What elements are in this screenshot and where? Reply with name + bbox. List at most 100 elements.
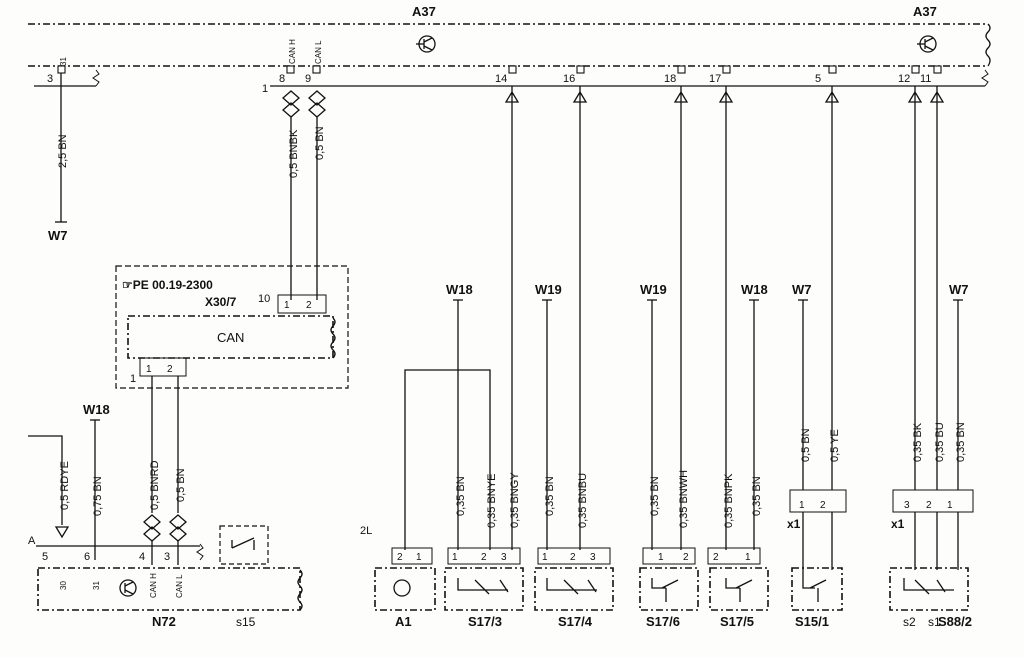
pin-terminal (677, 65, 686, 74)
module-label-a37-right: A37 (913, 4, 937, 19)
transistor-icon (917, 35, 937, 53)
pin-terminal (722, 65, 731, 74)
svg-text:1: 1 (799, 500, 805, 511)
svg-text:2: 2 (306, 300, 312, 311)
svg-text:x1: x1 (787, 517, 801, 531)
connector-triangle-icon (572, 86, 588, 104)
svg-text:CAN L: CAN L (314, 40, 323, 64)
svg-text:0,35 BN: 0,35 BN (955, 422, 967, 462)
svg-text:0,5 RDYE: 0,5 RDYE (59, 461, 71, 510)
svg-text:1: 1 (658, 552, 664, 563)
svg-text:CAN H: CAN H (288, 39, 297, 64)
svg-text:0,35 BN: 0,35 BN (751, 476, 763, 516)
pin-terminal (576, 65, 585, 74)
svg-text:5: 5 (42, 551, 48, 563)
svg-text:0,35 BN: 0,35 BN (544, 476, 556, 516)
component-label-s17-3: S17/3 (468, 614, 502, 629)
svg-text:31: 31 (59, 57, 68, 66)
svg-text:0,75 BN: 0,75 BN (92, 476, 104, 516)
svg-text:0,35 BNWH: 0,35 BNWH (678, 470, 690, 528)
ground-labels: W18 W19 W19 W18 W7 W7 (446, 282, 969, 550)
svg-text:3: 3 (590, 552, 596, 563)
svg-text:2: 2 (683, 552, 689, 563)
svg-text:1: 1 (146, 364, 152, 375)
svg-text:W7: W7 (792, 282, 812, 297)
svg-text:1: 1 (452, 552, 458, 563)
svg-text:31: 31 (92, 581, 101, 590)
connector-triangle-icon (673, 86, 689, 104)
pin-terminal (828, 65, 837, 74)
transistor-icon (119, 579, 137, 597)
svg-text:2L: 2L (360, 525, 372, 537)
svg-text:0,5 BN: 0,5 BN (800, 428, 812, 462)
svg-text:0,35 BN: 0,35 BN (649, 476, 661, 516)
component-label-s88-2: S88/2 (938, 614, 972, 629)
svg-text:0,35 BNPK: 0,35 BNPK (723, 473, 735, 528)
svg-text:3: 3 (904, 500, 910, 511)
component-label-n72: N72 (152, 614, 176, 629)
switch-label-s15: s15 (236, 615, 256, 629)
svg-text:CAN L: CAN L (175, 574, 184, 598)
connector-triangle-icon (718, 86, 734, 104)
svg-text:W18: W18 (446, 282, 473, 297)
connector-x30-7: ☞PE 00.19-2300 X30/7 10 1 2 CAN 1 1 2 (115, 265, 349, 513)
connector-name: X30/7 (205, 295, 237, 309)
pin-number: 14 (495, 73, 507, 85)
svg-text:2: 2 (167, 364, 173, 375)
component-label-s17-5: S17/5 (720, 614, 754, 629)
svg-text:0,35 BNGY: 0,35 BNGY (509, 472, 521, 528)
transistor-icon (393, 579, 411, 597)
svg-text:1: 1 (542, 552, 548, 563)
svg-text:1: 1 (745, 552, 751, 563)
pin-number: 18 (664, 73, 676, 85)
ground-label: W7 (48, 228, 68, 243)
svg-text:0,5 BN: 0,5 BN (175, 468, 187, 502)
svg-text:2: 2 (481, 552, 487, 563)
svg-text:8: 8 (279, 73, 285, 85)
svg-text:30: 30 (59, 581, 68, 590)
module-label-a37: A37 (412, 4, 436, 19)
svg-text:W19: W19 (640, 282, 667, 297)
connector-triangle-icon (504, 86, 520, 104)
transistor-icon (416, 35, 436, 53)
pin-number: 11 (920, 73, 931, 85)
svg-text:3: 3 (47, 73, 53, 85)
svg-text:W7: W7 (949, 282, 969, 297)
svg-text:10: 10 (258, 293, 270, 305)
can-bus-wires: 8 9 CAN H CAN L 0,5 BNBK 0,5 BN (279, 39, 326, 300)
svg-text:0,5 BNRD: 0,5 BNRD (149, 460, 161, 510)
svg-text:2: 2 (397, 552, 403, 563)
svg-text:0,5 BN: 0,5 BN (314, 126, 326, 160)
can-module-label: CAN (217, 330, 244, 345)
svg-text:0,35 BNYE: 0,35 BNYE (486, 474, 498, 528)
component-label-a1: A1 (395, 614, 412, 629)
pin-number: 5 (815, 73, 821, 85)
svg-text:1: 1 (416, 552, 422, 563)
component-label-s17-4: S17/4 (558, 614, 593, 629)
svg-text:3: 3 (501, 552, 507, 563)
module-n72: 0,5 RDYE W18 0,75 BN 0,5 BNRD 0,5 BN A 5… (28, 402, 303, 629)
svg-text:W18: W18 (741, 282, 768, 297)
top-pin-row: 14 16 18 17 5 12 11 (495, 65, 945, 104)
svg-text:4: 4 (139, 551, 145, 563)
ground-label: W18 (83, 402, 110, 417)
ground-w7-top: 3 31 2,5 BN W7 (47, 57, 69, 243)
wire-labels: 0,35 BN 0,35 BNYE 0,35 BNGY 0,35 BN 0,35… (455, 422, 967, 528)
svg-text:1: 1 (130, 373, 136, 385)
pin-number: 12 (898, 73, 910, 85)
connector-triangle-icon (929, 86, 945, 104)
svg-text:0,5 BNBK: 0,5 BNBK (288, 129, 300, 178)
component-label-s15-1: S15/1 (795, 614, 829, 629)
svg-text:6: 6 (84, 551, 90, 563)
connector-triangle-icon (907, 86, 923, 104)
svg-text:W19: W19 (535, 282, 562, 297)
pin-number: 16 (563, 73, 575, 85)
svg-text:2,5 BN: 2,5 BN (57, 134, 69, 168)
svg-text:2: 2 (926, 500, 932, 511)
pin-number: 17 (709, 73, 721, 85)
svg-text:0,5 YE: 0,5 YE (829, 429, 841, 462)
component-label-s17-6: S17/6 (646, 614, 680, 629)
svg-text:1: 1 (947, 500, 953, 511)
pin-terminal (911, 65, 920, 74)
